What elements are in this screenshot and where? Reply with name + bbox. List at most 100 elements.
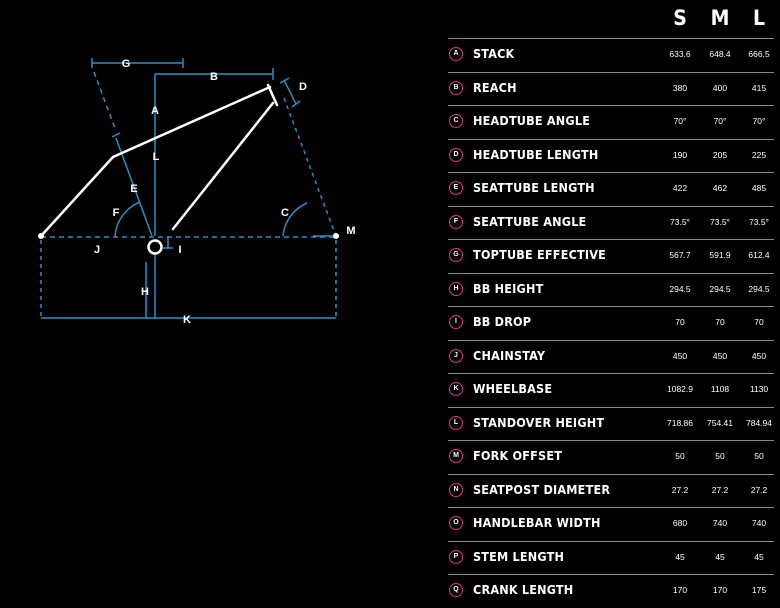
row-value-l: 50 (754, 451, 764, 461)
dim-seattube-tick (111, 132, 121, 138)
dim-headtube-length-line (283, 79, 297, 105)
size-header-l: L (752, 6, 766, 30)
row-value-l: 1130 (749, 384, 769, 394)
diagram-letter-b: B (210, 71, 218, 83)
diagram-letter-k: K (183, 314, 191, 326)
row-label: CRANK LENGTH (473, 582, 574, 597)
dim-fork-extension (283, 97, 337, 237)
row-letter-badge: I (449, 315, 463, 329)
diagram-letter-c: C (281, 207, 289, 219)
row-value-m: 648.4 (709, 49, 731, 59)
row-label: HEADTUBE LENGTH (473, 146, 599, 162)
row-label: FORK OFFSET (473, 448, 563, 463)
row-value-m: 73.5° (710, 216, 730, 227)
table-row: M FORK OFFSET 50 50 50 (448, 440, 774, 474)
row-value-m: 205 (712, 149, 728, 160)
row-letter-badge: A (449, 47, 463, 61)
row-label: CHAINSTAY (473, 347, 546, 363)
row-value-s: 190 (672, 149, 688, 160)
rear-axle-dot (38, 233, 44, 239)
row-label: BB HEIGHT (473, 280, 544, 296)
row-letter-badge: K (449, 382, 463, 396)
row-value-m: 754.41 (707, 417, 733, 428)
row-label: SEATPOST DIAMETER (473, 481, 611, 497)
row-letter-badge: L (449, 415, 463, 430)
row-value-l: 225 (751, 149, 767, 160)
row-value-s: 422 (672, 183, 688, 193)
row-value-s: 1082.9 (667, 384, 693, 394)
frame-top-tube (111, 85, 272, 159)
frame-down-tube (171, 101, 275, 231)
row-label: STEM LENGTH (473, 548, 565, 564)
table-row: J CHAINSTAY 450 450 450 (448, 339, 774, 374)
row-value-l: 27.2 (750, 484, 768, 495)
row-value-l: 784.94 (746, 417, 772, 428)
diagram-letter-j: J (94, 244, 100, 256)
row-letter-badge: B (449, 80, 463, 95)
size-header-row: S M L (448, 0, 774, 38)
diagram-letter-l: L (153, 151, 160, 163)
row-value-m: 1108 (710, 384, 730, 394)
row-label: SEATTUBE LENGTH (473, 180, 595, 195)
diagram-letter-h: H (141, 286, 149, 298)
row-value-l: 485 (751, 183, 767, 193)
row-value-s: 70° (673, 116, 687, 126)
row-value-s: 170 (672, 585, 688, 595)
row-letter-badge: F (449, 214, 463, 229)
row-value-m: 45 (715, 551, 725, 562)
row-value-m: 27.2 (711, 484, 729, 495)
size-header-s: S (673, 6, 687, 30)
row-value-s: 633.6 (669, 49, 691, 59)
dim-headtube-tick-t (279, 77, 290, 84)
row-value-m: 462 (712, 183, 728, 193)
row-value-m: 400 (712, 82, 728, 93)
row-value-l: 415 (751, 82, 767, 93)
frame-seat-stay (39, 155, 115, 238)
row-value-l: 612.4 (748, 250, 770, 260)
row-value-s: 50 (675, 451, 685, 461)
row-value-m: 591.9 (709, 250, 731, 260)
row-value-s: 718.86 (667, 417, 693, 428)
row-label: TOPTUBE EFFECTIVE (473, 247, 607, 262)
row-value-s: 680 (672, 518, 688, 528)
row-value-m: 740 (712, 518, 728, 528)
front-axle-dot (333, 233, 339, 239)
row-value-s: 45 (675, 551, 685, 562)
row-value-l: 450 (751, 350, 767, 361)
diagram-letter-a: A (151, 105, 159, 117)
row-value-m: 50 (715, 451, 725, 461)
row-letter-badge: Q (449, 583, 463, 597)
row-letter-badge: G (449, 248, 463, 262)
row-label: HANDLEBAR WIDTH (473, 515, 601, 530)
diagram-letter-i: I (178, 244, 181, 256)
diagram-letter-d: D (299, 81, 307, 93)
row-value-m: 450 (712, 350, 728, 361)
row-letter-badge: M (449, 449, 463, 463)
bottom-bracket (147, 239, 163, 255)
row-value-l: 294.5 (748, 283, 770, 294)
row-label: BB DROP (473, 314, 532, 329)
diagram-letter-g: G (122, 58, 131, 70)
row-letter-badge: P (449, 549, 463, 564)
row-value-l: 73.5° (749, 216, 769, 227)
row-value-s: 450 (672, 350, 688, 361)
row-value-m: 70 (715, 317, 725, 327)
size-header-m: M (710, 6, 730, 30)
dim-headtube-angle-arc (282, 202, 308, 237)
diagram-letter-m: M (346, 225, 355, 237)
dim-headtube-tick-b (291, 100, 301, 108)
dim-seattube-angle-arc (114, 201, 141, 237)
row-letter-badge: J (449, 348, 463, 363)
